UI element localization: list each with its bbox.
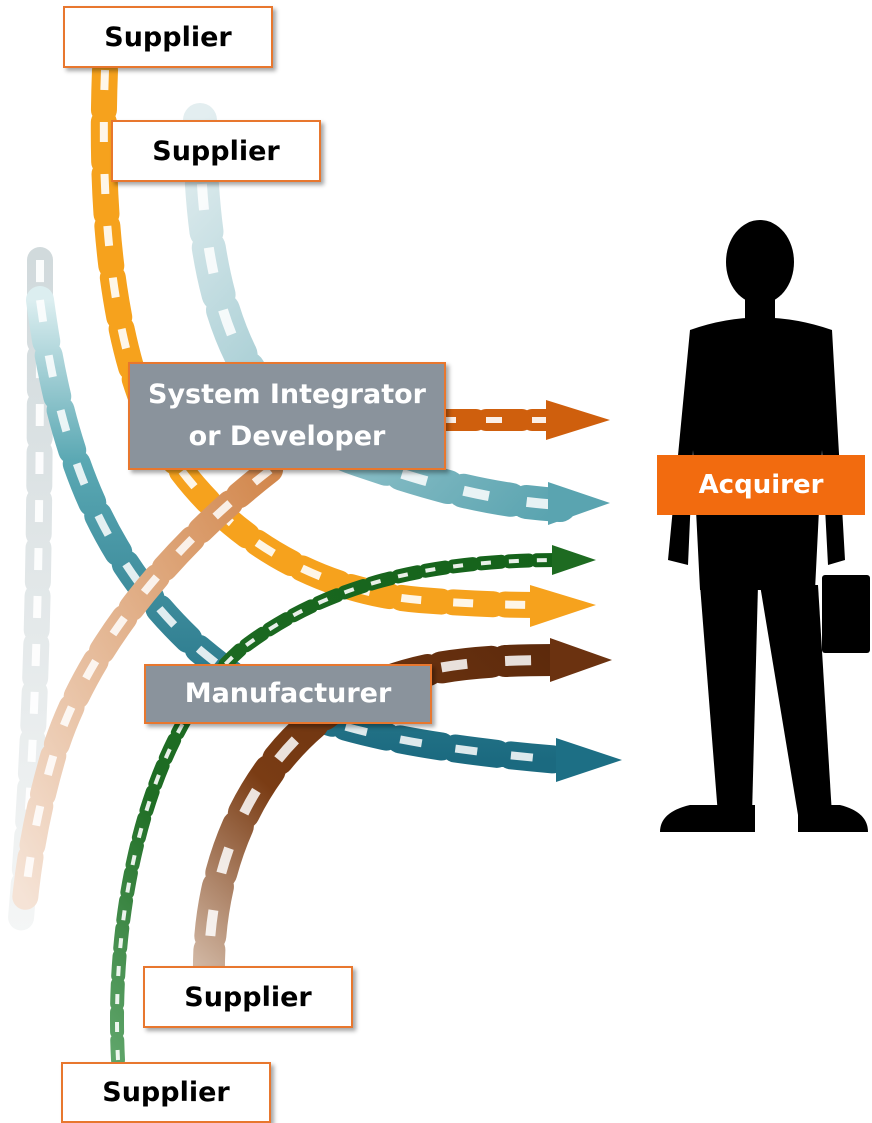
orange-arrowhead bbox=[530, 585, 596, 627]
dark-teal-chain bbox=[26, 286, 622, 782]
green-arrowhead bbox=[552, 545, 596, 575]
tan-chain bbox=[12, 457, 283, 913]
system-integrator-box: System Integrator or Developer bbox=[128, 362, 446, 470]
supplier-box-top-2: Supplier bbox=[111, 120, 321, 182]
pale-blue-arrowhead bbox=[548, 482, 610, 525]
supplier-box-bottom-2: Supplier bbox=[61, 1062, 271, 1123]
supplier-box-top-1: Supplier bbox=[63, 6, 273, 68]
acquirer-silhouette bbox=[660, 220, 870, 832]
orange-chain bbox=[90, 57, 596, 627]
burnt-orange-chain bbox=[429, 400, 610, 440]
system-integrator-line-1: System Integrator bbox=[148, 379, 426, 410]
dark-teal-arrowhead bbox=[556, 738, 622, 782]
brown-arrowhead bbox=[550, 638, 612, 682]
acquirer-box: Acquirer bbox=[657, 455, 865, 515]
burnt-orange-arrowhead bbox=[546, 400, 610, 440]
system-integrator-line-2: or Developer bbox=[188, 421, 386, 452]
supplier-box-bottom-1: Supplier bbox=[143, 966, 353, 1028]
manufacturer-box: Manufacturer bbox=[144, 664, 432, 724]
green-chain bbox=[110, 545, 596, 1067]
